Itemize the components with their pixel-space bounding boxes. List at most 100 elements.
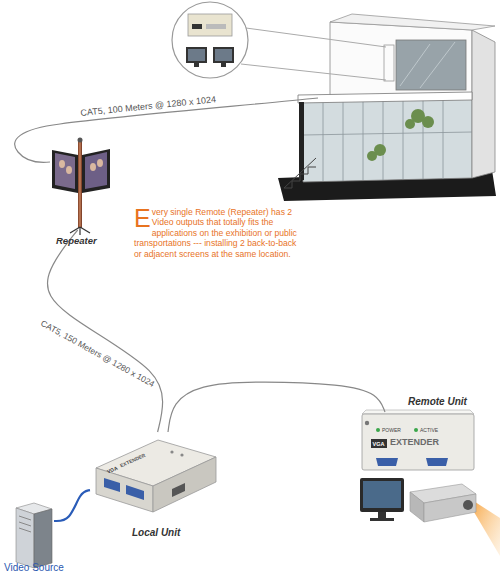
building-illustration [323,99,324,181]
local-unit-illustration [104,478,120,492]
node-label: Local Unit [132,527,180,539]
inset-illustration [384,45,394,81]
repeater-illustration [70,227,90,235]
building-illustration [303,97,472,181]
building-illustration [330,22,472,97]
remote-unit-illustration [362,410,474,414]
building-illustration [284,167,316,188]
building-illustration [298,92,472,103]
local-unit-illustration [153,457,216,512]
building-illustration [299,102,304,180]
building-illustration [330,14,495,30]
building-illustration [363,98,364,180]
cable-label: CAT5, 150 Meters @ 1280 x 1024 [39,318,156,389]
inset-illustration [172,2,394,81]
cable-line [54,490,90,521]
node-label: Video Source [4,562,64,574]
repeater-illustration [52,138,110,236]
repeater-illustration [79,227,80,235]
video-source-node: Video Source [8,500,54,560]
inset-illustration [246,28,386,47]
remote-unit-illustration [360,478,404,512]
repeater-illustration [85,152,107,189]
building-illustration [303,96,472,182]
inset-illustration [213,47,234,63]
local-unit-illustration [172,483,185,497]
repeater-illustration [90,163,96,171]
building-illustration [443,97,444,179]
building-illustration [422,116,434,128]
inset-illustration [188,14,232,36]
building-illustration [423,97,424,179]
repeater-illustration [70,227,80,233]
pc-illustration [19,522,31,526]
building-illustration [367,109,434,161]
building-illustration [284,158,316,188]
building-illustration [405,119,415,129]
repeater-illustration [66,166,72,174]
remote-unit-illustration [362,414,474,470]
note-text: Every single Remote (Repeater) has 2 Vid… [134,207,306,259]
node-label: Repeater [56,235,97,246]
repeater-illustration [78,140,82,228]
remote-unit-illustration [370,518,394,521]
repeater-illustration [97,159,103,167]
remote-unit-illustration [378,512,386,518]
inset-illustration [188,49,205,61]
pc-illustration [19,528,31,532]
device-label: VGA [373,441,385,448]
remote-unit-illustration [371,439,387,448]
repeater-illustration [59,160,65,168]
local-unit-illustration [126,485,144,500]
device-label: EXTENDER [390,437,439,448]
remote-unit-illustration [426,458,448,466]
led-label: ACTIVE [420,427,438,433]
remote-unit-illustration [363,481,401,508]
pc-illustration [19,516,31,532]
building-illustration [396,40,466,90]
inset-illustration [186,47,207,63]
local-unit-illustration [180,453,183,456]
remote-unit-illustration [376,458,398,466]
remote-unit-illustration [376,428,380,432]
cable-line [168,382,385,432]
local-unit-illustration [170,450,173,453]
building-illustration [278,14,496,201]
repeater-illustration [82,149,110,193]
remote-unit-illustration [360,410,500,556]
building-illustration [400,44,430,86]
pc-illustration [19,516,31,520]
remote-unit-illustration [410,492,424,522]
building-illustration [420,42,455,88]
inset-illustration [221,63,226,67]
building-illustration [383,98,384,180]
inset-illustration [206,24,226,29]
building-illustration [472,30,495,178]
repeater-illustration [55,153,75,189]
cable-label: CAT5, 100 Meters @ 1280 x 1024 [80,94,216,118]
repeater-node: Repeater [48,143,114,230]
pc-illustration [16,503,52,568]
building-illustration [403,97,404,179]
remote-unit-illustration [463,500,473,510]
led-label: POWER [382,427,401,433]
local-unit-node: Local Unit [90,432,220,520]
remote-unit-illustration [414,428,418,432]
local-unit-illustration [96,440,216,512]
local-unit-illustration [96,468,153,512]
pc-illustration [34,509,52,568]
repeater-illustration [78,138,83,143]
inset-illustration [194,63,199,67]
building-illustration [400,42,455,88]
building-illustration [284,158,316,188]
pc-illustration [16,508,34,568]
inset-illustration [215,49,232,61]
building-illustration [343,98,344,181]
connector-layer [48,230,385,521]
building-illustration [367,151,377,161]
remote-unit-illustration [365,421,369,425]
repeater-illustration [80,227,90,233]
inset-illustration [241,64,386,80]
